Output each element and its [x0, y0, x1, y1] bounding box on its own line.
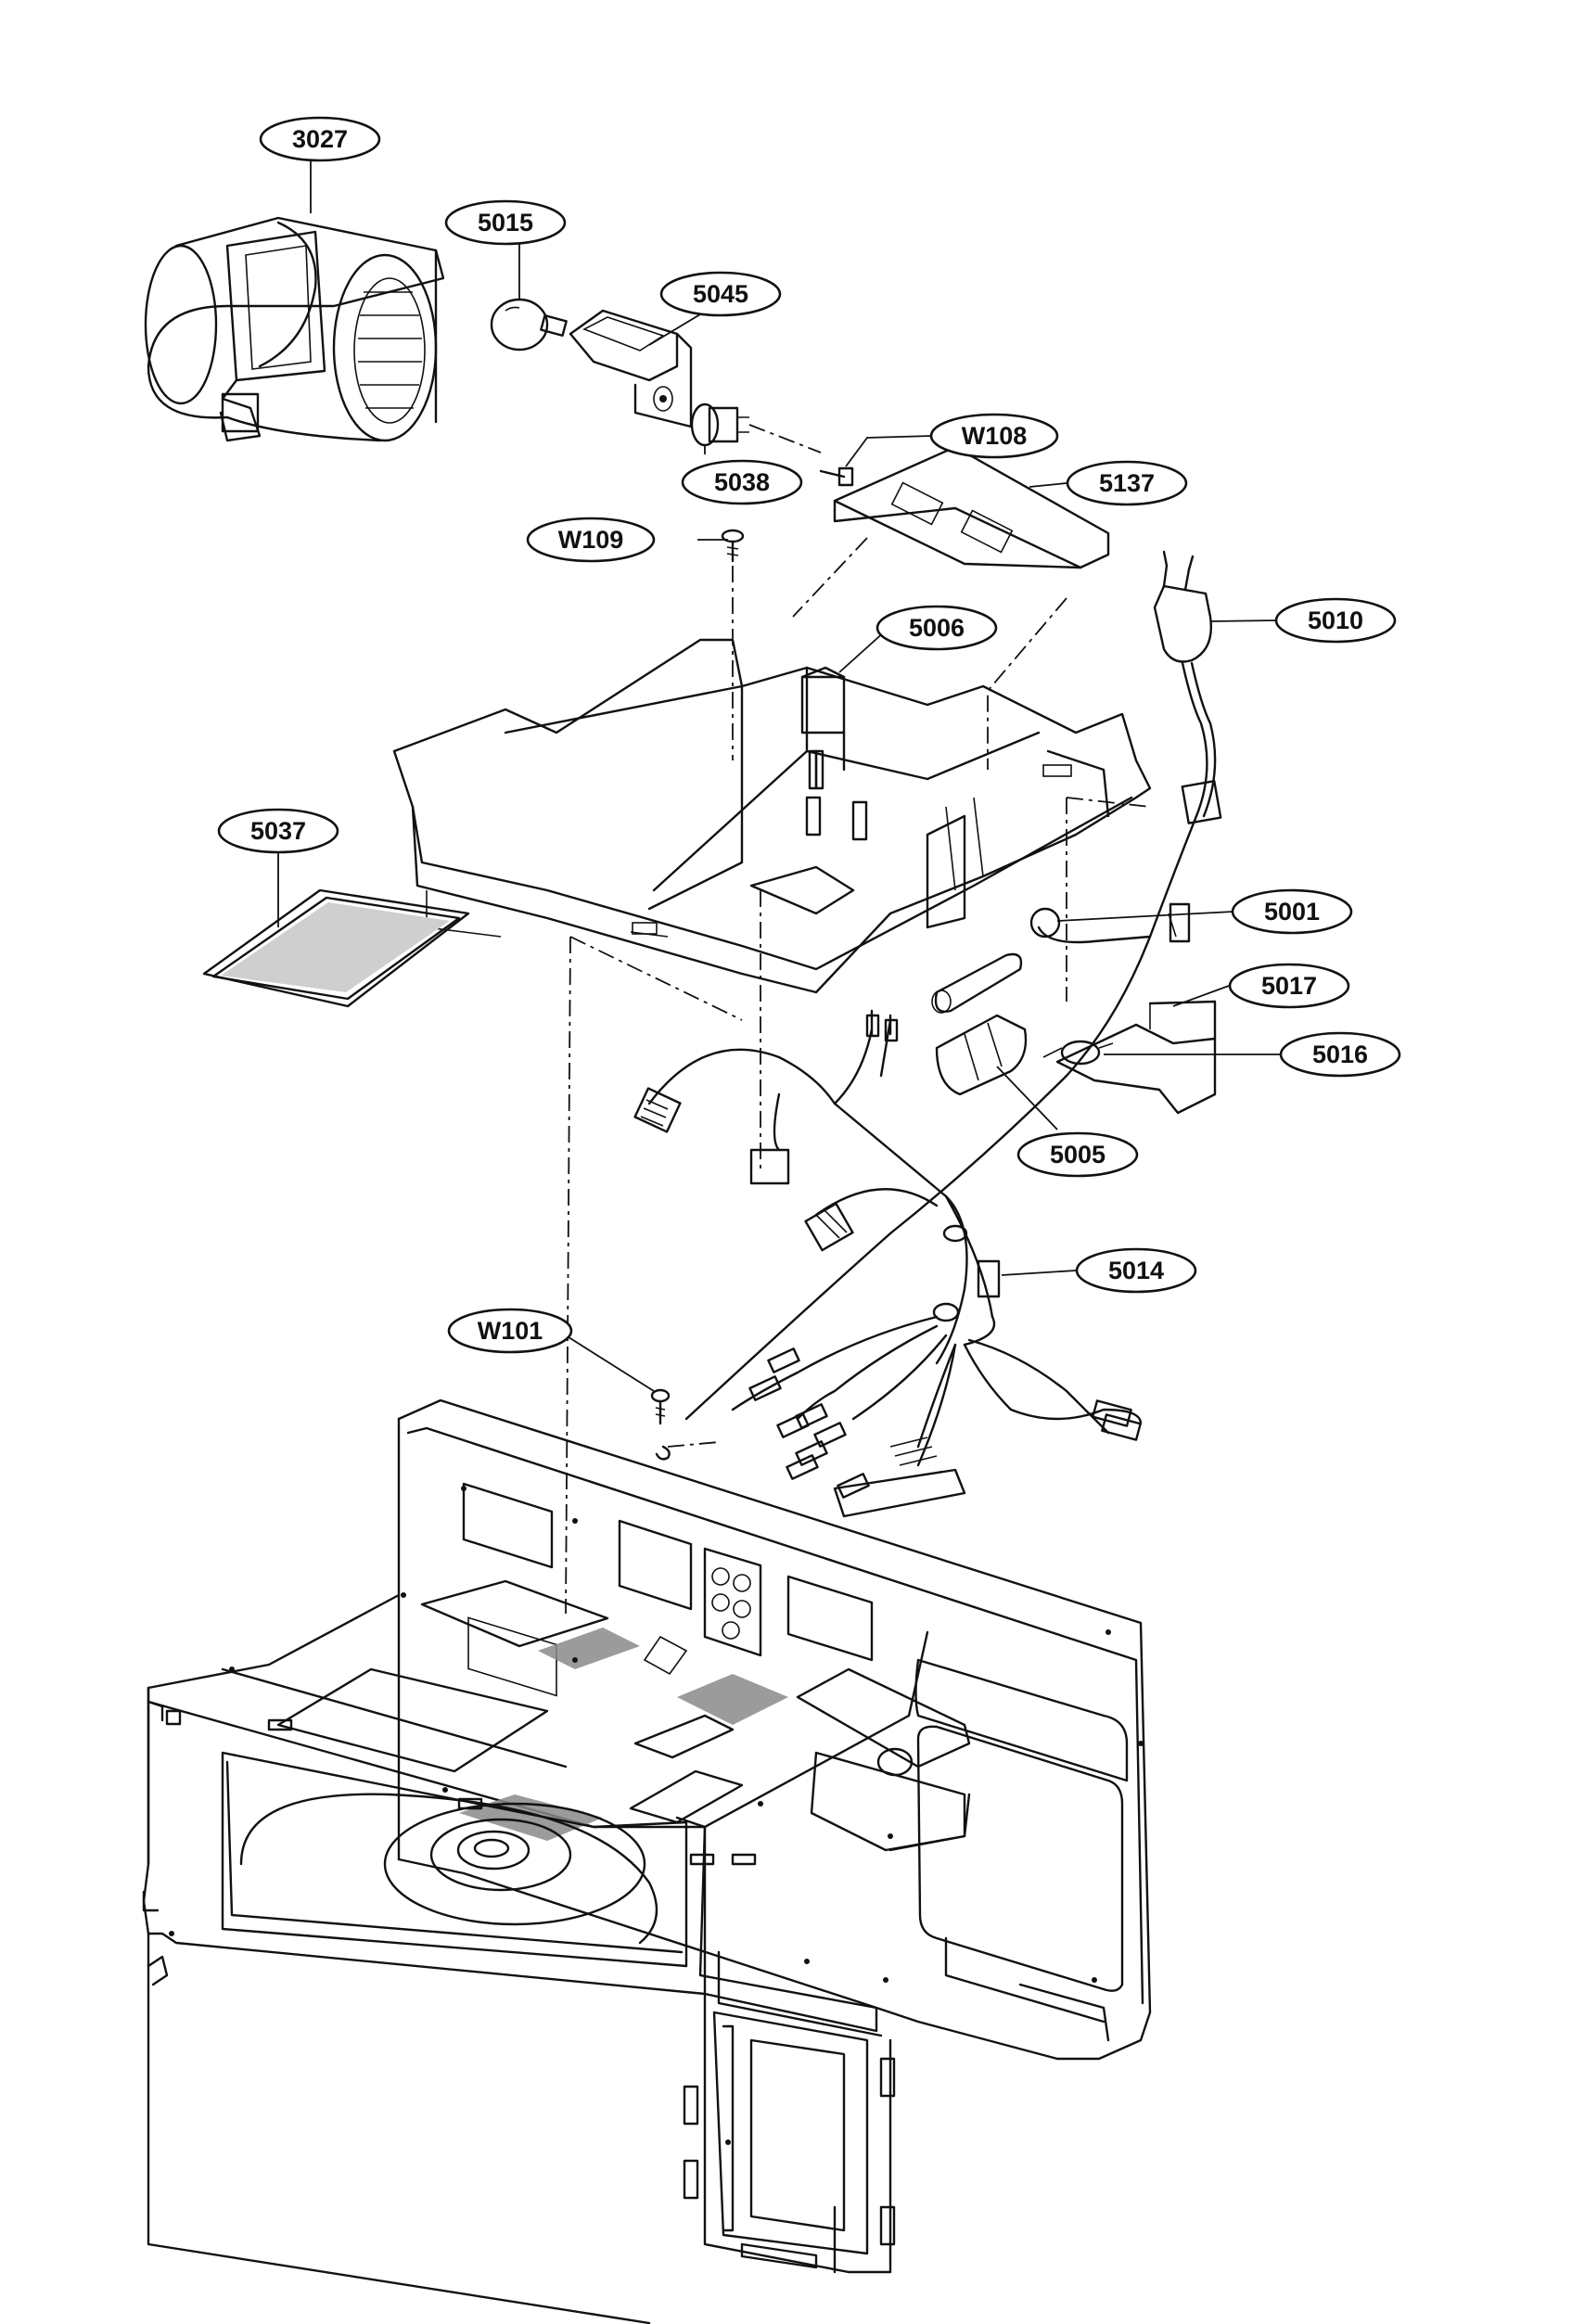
svg-text:5037: 5037: [250, 817, 306, 845]
base-plate: [392, 638, 1152, 994]
lamp-socket-bracket: [569, 309, 693, 428]
leader-lines: [277, 158, 1280, 1392]
svg-text:3027: 3027: [292, 125, 348, 153]
fuse-holder: [935, 1014, 1028, 1096]
callout-5016: 5016: [1279, 1031, 1401, 1078]
svg-text:5016: 5016: [1312, 1041, 1368, 1068]
callout-5006: 5006: [875, 605, 998, 651]
svg-text:W101: W101: [478, 1317, 543, 1345]
oven-cavity-chassis: [142, 1398, 1152, 2324]
screw-w101: [650, 1388, 671, 1461]
screw-w109: [721, 529, 745, 563]
mounting-bracket: [1055, 1000, 1217, 1115]
lamp-bulb: [490, 298, 568, 351]
svg-text:5006: 5006: [909, 614, 965, 642]
svg-text:W108: W108: [962, 422, 1028, 450]
thermo-switch: [690, 402, 822, 453]
callout-w109: W109: [526, 517, 656, 563]
wire-harness: [633, 1009, 1143, 1518]
callout-3027: 3027: [259, 116, 381, 162]
svg-text:5045: 5045: [693, 280, 748, 308]
fuse: [931, 952, 1023, 1014]
callout-5045: 5045: [659, 271, 782, 317]
control-plate: [833, 445, 1110, 569]
svg-text:5014: 5014: [1108, 1257, 1164, 1284]
power-cord: [684, 550, 1222, 1421]
svg-text:5010: 5010: [1308, 607, 1363, 634]
svg-text:5005: 5005: [1050, 1141, 1106, 1168]
callout-5017: 5017: [1228, 963, 1350, 1009]
svg-text:W109: W109: [558, 526, 624, 554]
svg-text:5038: 5038: [714, 468, 770, 496]
svg-text:5001: 5001: [1264, 898, 1320, 926]
callout-5137: 5137: [1066, 460, 1188, 506]
svg-text:5015: 5015: [478, 209, 533, 236]
svg-text:5137: 5137: [1099, 469, 1155, 497]
callout-5005: 5005: [1016, 1131, 1139, 1178]
svg-text:5017: 5017: [1261, 972, 1317, 1000]
callout-w101: W101: [447, 1308, 573, 1354]
assembly-guide-lines: [565, 537, 1151, 1615]
grease-filter: [202, 888, 470, 1008]
callout-5015: 5015: [444, 199, 567, 246]
callout-5014: 5014: [1075, 1247, 1197, 1294]
blower-fan-assembly: [144, 216, 445, 442]
callout-w108: W108: [929, 413, 1059, 459]
callout-5001: 5001: [1231, 888, 1353, 935]
thermal-cutout: [1042, 1040, 1114, 1066]
callout-5038: 5038: [681, 459, 803, 505]
callout-5037: 5037: [217, 808, 339, 854]
callout-5010: 5010: [1274, 597, 1397, 644]
screw-w108: [819, 466, 854, 487]
